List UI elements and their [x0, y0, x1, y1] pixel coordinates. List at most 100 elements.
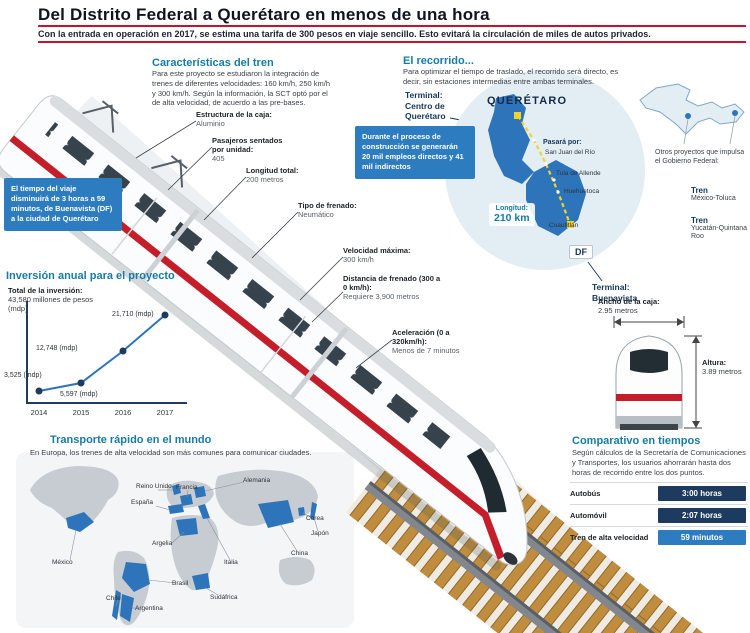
comparativo-row-autobus: Autobús 3:00 horas [570, 482, 748, 504]
otros-item-yucatan: Tren Yucatán-Quintana Roo [686, 216, 750, 242]
spec-value: 300 km/h [343, 255, 374, 264]
spec-distancia: Distancia de frenado (300 a 0 km/h): Req… [343, 274, 445, 301]
country-label-mexico: México [52, 559, 73, 566]
ancho-caja-label: Ancho de la caja: 2.95 metros [598, 297, 690, 315]
altura-label: Altura: [702, 358, 727, 367]
comparativo-row-automovil: Automóvil 2:07 horas [570, 504, 748, 526]
empleos-box: Durante el proceso de construcción se ge… [355, 126, 475, 179]
spec-label: Velocidad máxima: [343, 246, 411, 255]
queretaro-state-label: QUERÉTARO [487, 95, 568, 107]
otros-item-toluca: Tren México-Toluca [686, 186, 750, 203]
recorrido-title: El recorrido... [403, 55, 474, 67]
chart-point-label-2015: 5,597 (mdp) [60, 391, 98, 398]
spec-label: Aceleración (0 a 320km/h): [392, 328, 450, 346]
otros-item-title: Tren [691, 186, 708, 195]
country-label-italia: Italia [224, 559, 238, 566]
spec-label: Longitud total: [246, 166, 299, 175]
comparativo-row-tren: Tren de alta velocidad 59 minutos [570, 526, 748, 548]
comparativo-rows: Autobús 3:00 horas Automóvil 2:07 horas … [570, 482, 748, 548]
spec-estructura: Estructura de la caja: Aluminio [196, 110, 286, 128]
chart-point-label-2016: 12,748 (mdp) [36, 345, 78, 352]
terminal-df-connector [587, 261, 603, 282]
comparativo-title: Comparativo en tiempos [572, 435, 701, 447]
country-label-espana: España [131, 499, 154, 506]
inversion-total-label: Total de la inversión: [8, 286, 83, 295]
spec-velocidad: Velocidad máxima: 300 km/h [343, 246, 428, 264]
country-label-chile: Chile [106, 595, 121, 602]
recorrido-body: Para optimizar el tiempo de traslado, el… [403, 67, 619, 86]
chart-year-2014: 2014 [30, 408, 48, 417]
spec-value: Requiere 3,900 metros [343, 292, 420, 301]
spec-label: Tipo de frenado: [298, 201, 357, 210]
otros-item-sub: México-Toluca [691, 195, 736, 202]
tiempo-viaje-box: El tiempo del viaje disminuirá de 3 hora… [4, 178, 122, 231]
caracteristicas-body: Para este proyecto se estudiaron la inte… [152, 69, 331, 108]
spec-label: Pasajeros sentados por unidad: [212, 136, 283, 154]
comparativo-row-label: Tren de alta velocidad [570, 533, 649, 542]
comparativo-row-label: Autobús [570, 489, 601, 498]
spec-longitud: Longitud total: 200 metros [246, 166, 321, 184]
stop-huehuetoca: Huehuetoca [564, 188, 600, 195]
spec-label: Estructura de la caja: [196, 110, 272, 119]
country-label-argentina: Argentina [135, 605, 163, 612]
caracteristicas-title: Características del tren [152, 57, 274, 69]
chart-year-2015: 2015 [72, 408, 90, 417]
title-rule-bottom [38, 41, 746, 43]
otros-proyectos-heading: Otros proyectos que impulsa el Gobierno … [655, 149, 745, 166]
transporte-body: En Europa, los trenes de alta velocidad … [30, 448, 312, 457]
spec-value: Menos de 7 minutos [392, 346, 460, 355]
height-measure-arrow [684, 335, 702, 429]
terminal-buenavista: Terminal: Buenavista [592, 282, 652, 303]
page-title: Del Distrito Federal a Querétaro en meno… [38, 5, 490, 24]
country-label-brasil: Brasil [172, 580, 189, 587]
terminal-label: Terminal: [592, 282, 630, 292]
df-badge: DF [569, 245, 593, 259]
spec-pasajeros: Pasajeros sentados por unidad: 405 [212, 136, 292, 163]
comparativo-row-label: Automóvil [570, 511, 607, 520]
train-illustration [0, 95, 528, 571]
yucatan-marker [732, 110, 738, 116]
otros-item-sub: Yucatán-Quintana Roo [691, 225, 748, 241]
comparativo-row-bar: 59 minutos [658, 530, 746, 545]
transporte-title: Transporte rápido en el mundo [50, 434, 212, 446]
spec-value: 405 [212, 154, 225, 163]
chart-point-label-2014: 3,525 (mdp) [4, 372, 42, 379]
country-label-francia: Francia [176, 484, 198, 491]
route-start-marker [514, 112, 521, 119]
mexico-map [639, 83, 745, 145]
country-leader-lines [69, 481, 319, 609]
longitud-label: Longitud: [495, 205, 528, 212]
terminal-value: Centro de Querétaro [405, 100, 446, 122]
title-rule-top [38, 25, 746, 27]
spec-value: Aluminio [196, 119, 225, 128]
ancho-value: 2.95 metros [598, 306, 638, 315]
toluca-marker [685, 113, 691, 119]
queretaro-state-shape [488, 94, 534, 184]
comparativo-row-bar: 2:07 horas [658, 508, 746, 523]
longitud-value: 210 km [494, 212, 530, 224]
spec-label: Distancia de frenado (300 a 0 km/h): [343, 274, 441, 292]
otros-item-title: Tren [691, 216, 708, 225]
worldmap-backdrop [16, 452, 354, 628]
spec-value: 200 metros [246, 175, 284, 184]
altura-value: 3.89 metros [702, 367, 742, 376]
chart-point-label-2017: 21,710 (mdp) [112, 311, 154, 318]
terminal-queretaro: Terminal: Centro de Querétaro [405, 90, 477, 122]
country-label-corea: Corea [306, 515, 324, 522]
stop-cuautitlan: Cuautitlán [549, 222, 579, 229]
page-subtitle: Con la entrada en operación en 2017, se … [38, 29, 651, 39]
inversion-total-value: 43,580 millones de pesos (mdp) [8, 295, 94, 313]
inversion-title: Inversión anual para el proyecto [6, 270, 175, 282]
country-label-china: China [291, 550, 308, 557]
terminal-label: Terminal: [405, 90, 443, 100]
spec-value: Neumático [298, 210, 334, 219]
comparativo-row-bar: 3:00 horas [658, 486, 746, 501]
chart-year-2017: 2017 [156, 408, 174, 417]
longitud-box: Longitud: 210 km [489, 203, 535, 226]
ancho-label: Ancho de la caja: [598, 297, 660, 306]
inversion-total: Total de la inversión: 43,580 millones d… [8, 286, 108, 313]
altura-label-block: Altura: 3.89 metros [702, 358, 748, 376]
pasara-por-label: Pasará por: [543, 139, 582, 146]
comparativo-body: Según cálculos de la Secretaría de Comun… [572, 448, 746, 477]
